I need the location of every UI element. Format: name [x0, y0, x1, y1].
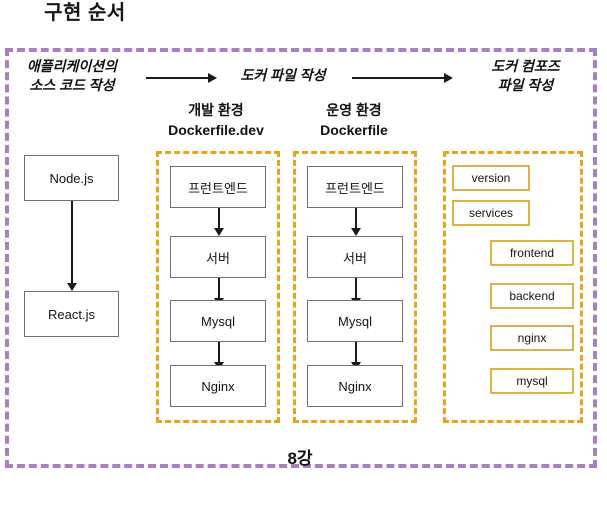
node-box-dev-frontend: 프런트엔드	[170, 166, 266, 208]
arrow-shaft	[355, 278, 357, 298]
flow-step-source-code-line1: 애플리케이션의	[26, 58, 118, 74]
arrow-head	[208, 73, 217, 83]
column-caption-prod-line2: Dockerfile	[320, 122, 388, 139]
column-caption-dev-line1: 개발 환경	[188, 102, 244, 118]
compose-entry-version: version	[452, 165, 530, 191]
flow-step-source-code: 애플리케이션의 소스 코드 작성	[8, 57, 136, 95]
arrow-head	[444, 73, 453, 83]
column-caption-dev-line2: Dockerfile.dev	[168, 122, 264, 139]
flow-step-docker-compose: 도커 컴포즈 파일 작성	[458, 57, 593, 95]
arrow-head	[214, 228, 224, 236]
group-box-dockerfile-prod	[293, 151, 417, 423]
arrow-shaft	[218, 208, 220, 228]
node-box-dev-server: 서버	[170, 236, 266, 278]
group-box-dockerfile-dev	[156, 151, 280, 423]
column-caption-prod-line1: 운영 환경	[326, 102, 382, 118]
compose-entry-frontend: frontend	[490, 240, 574, 266]
arrow-head	[351, 228, 361, 236]
arrow-head	[67, 283, 77, 291]
flow-arrow-right-icon-1	[146, 72, 218, 84]
compose-entry-backend: backend	[490, 283, 574, 309]
node-box-dev-mysql: Mysql	[170, 300, 266, 342]
flow-step-dockerfile-line1: 도커 파일 작성	[240, 67, 326, 83]
group-box-docker-compose	[443, 151, 583, 423]
compose-entry-mysql: mysql	[490, 368, 574, 394]
node-box-prod-server: 서버	[307, 236, 403, 278]
arrow-shaft	[218, 342, 220, 362]
node-box-prod-frontend: 프런트엔드	[307, 166, 403, 208]
node-box-nodejs: Node.js	[24, 155, 119, 201]
compose-entry-nginx: nginx	[490, 325, 574, 351]
arrow-shaft	[352, 77, 445, 79]
node-box-prod-nginx: Nginx	[307, 365, 403, 407]
flow-step-docker-compose-line2: 파일 작성	[497, 76, 554, 93]
arrow-shaft	[355, 342, 357, 362]
compose-entry-services: services	[452, 200, 530, 226]
flow-step-dockerfile: 도커 파일 작성	[218, 66, 348, 85]
arrow-shaft	[355, 208, 357, 228]
outer-dashed-frame	[5, 48, 597, 468]
arrow-shaft	[71, 201, 73, 283]
flow-arrow-right-icon-2	[352, 72, 454, 84]
column-caption-prod: 운영 환경 Dockerfile	[288, 100, 420, 141]
node-box-reactjs: React.js	[24, 291, 119, 337]
arrow-shaft	[146, 77, 209, 79]
node-box-prod-mysql: Mysql	[307, 300, 403, 342]
column-caption-dev: 개발 환경 Dockerfile.dev	[150, 100, 282, 141]
footer-lecture-label: 8강	[287, 449, 313, 468]
arrow-shaft	[218, 278, 220, 298]
page-title: 구현 순서	[44, 2, 126, 24]
flow-step-source-code-line2: 소스 코드 작성	[29, 76, 115, 93]
node-box-dev-nginx: Nginx	[170, 365, 266, 407]
flow-step-docker-compose-line1: 도커 컴포즈	[491, 58, 560, 74]
